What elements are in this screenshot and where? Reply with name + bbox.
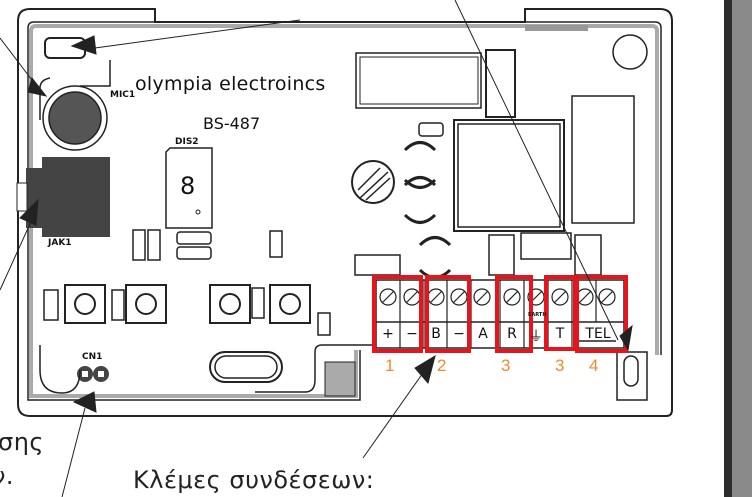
terminal-t: T bbox=[555, 326, 565, 342]
highlight-group-3a bbox=[495, 275, 533, 353]
highlight-group-4 bbox=[575, 275, 628, 353]
group-number-4: 4 bbox=[589, 356, 599, 375]
connector-cn1 bbox=[77, 366, 109, 382]
terminal-highlights bbox=[372, 275, 628, 353]
group-number-2: 2 bbox=[437, 356, 447, 375]
page-edge-gray bbox=[732, 0, 752, 497]
model-label: BS-487 bbox=[203, 114, 261, 133]
earth-label: EARTH bbox=[528, 312, 547, 318]
display-dis2 bbox=[165, 147, 213, 229]
terminal-r: R bbox=[507, 326, 517, 342]
terminal-b: B bbox=[431, 326, 441, 342]
mic-label: MIC1 bbox=[110, 90, 136, 100]
terminal-minus-2: − bbox=[453, 326, 465, 342]
terminals-caption: Κλέμες συνδέσεων: bbox=[133, 466, 375, 494]
left-caption-fragment-1: σης bbox=[0, 428, 45, 456]
connector-label: CN1 bbox=[82, 352, 103, 362]
jack-label: JAK1 bbox=[48, 238, 72, 248]
group-number-3a: 3 bbox=[501, 356, 511, 375]
highlight-group-1 bbox=[372, 275, 423, 353]
terminal-plus: + bbox=[382, 326, 394, 342]
terminal-tel: TEL bbox=[585, 326, 611, 342]
push-buttons bbox=[64, 284, 311, 324]
group-number-3b: 3 bbox=[555, 356, 565, 375]
highlight-group-2 bbox=[425, 275, 471, 353]
terminal-earth: ⏚ bbox=[529, 329, 543, 345]
page-edge-dark bbox=[724, 0, 732, 497]
left-caption-fragment-2: ν. bbox=[0, 462, 15, 490]
jack-jak1 bbox=[16, 157, 110, 237]
display-digit: 8 bbox=[180, 172, 196, 200]
display-label: DIS2 bbox=[175, 137, 199, 147]
terminal-minus-1: − bbox=[406, 326, 418, 342]
case-outline bbox=[17, 8, 673, 417]
microphone-mic1 bbox=[42, 85, 108, 151]
terminal-block bbox=[375, 279, 625, 349]
brand-label: olympia electroincs bbox=[135, 73, 326, 95]
group-number-1: 1 bbox=[385, 356, 395, 375]
terminal-a: A bbox=[478, 326, 488, 342]
